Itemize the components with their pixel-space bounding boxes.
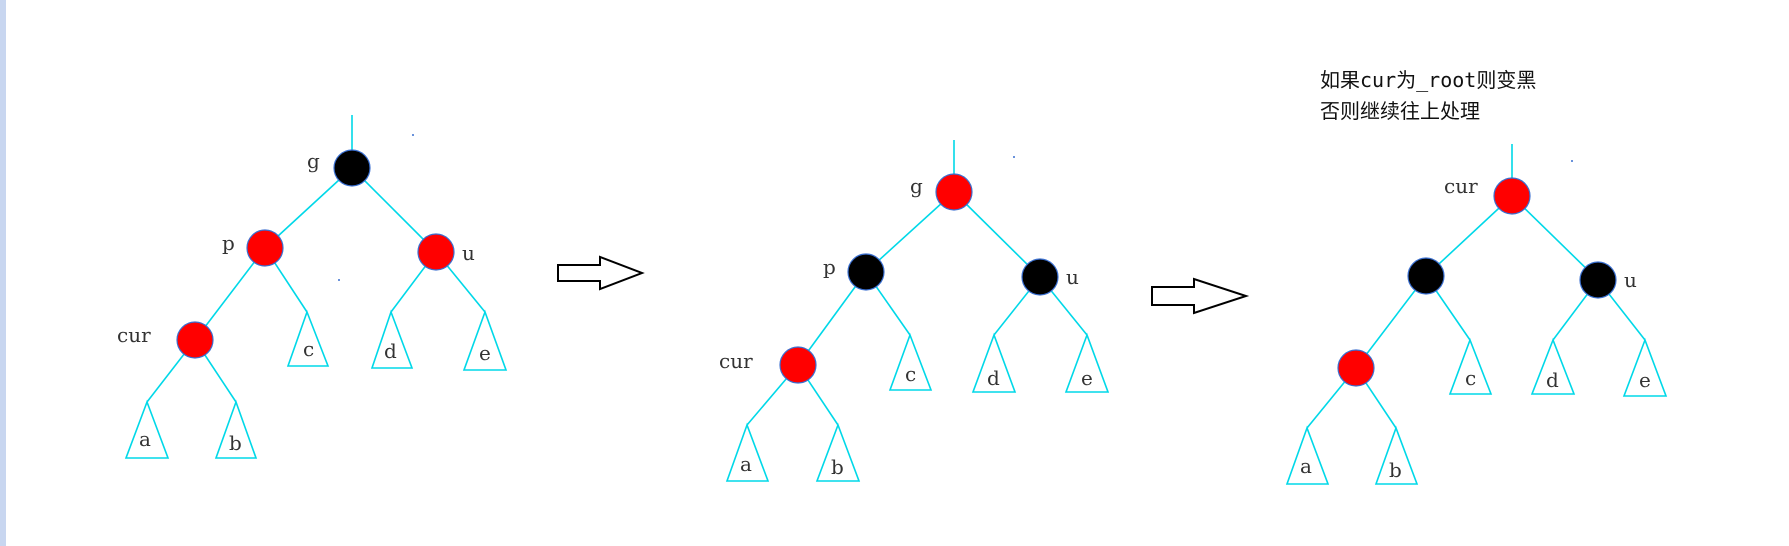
label-u: u — [462, 241, 475, 265]
label-g: cur — [1444, 174, 1478, 198]
leaf-label-c: c — [905, 362, 916, 386]
edge-p-cur — [194, 247, 266, 341]
leaf-label-b: b — [1389, 458, 1402, 482]
leaf-label-b: b — [229, 431, 242, 455]
node-u — [1021, 258, 1059, 296]
node-labels: g p u cur — [117, 149, 475, 347]
label-u: u — [1066, 265, 1079, 289]
leaf-label-d: d — [384, 339, 397, 363]
edge-g-p — [1425, 195, 1513, 277]
leaf-label-e: e — [479, 341, 491, 365]
tree-nodes — [779, 173, 1059, 384]
stray-dot — [412, 134, 414, 136]
leaf-label-a: a — [1300, 454, 1312, 478]
tree-nodes — [1337, 177, 1617, 387]
tree-leaves: c d e a b — [124, 309, 508, 459]
subtree-a — [725, 422, 770, 482]
subtree-e — [462, 309, 508, 371]
edge-g-p — [865, 191, 955, 273]
label-g: g — [307, 149, 320, 173]
node-p — [246, 229, 284, 267]
stray-dot — [338, 279, 340, 281]
subtree-b — [1374, 425, 1419, 485]
node-g — [935, 173, 973, 211]
edge-p-cur — [1355, 275, 1427, 369]
leaf-label-d: d — [1546, 368, 1559, 392]
subtree-b — [815, 422, 861, 482]
subtree-d — [1530, 337, 1576, 395]
right-arrow — [557, 255, 645, 291]
subtree-e — [1064, 332, 1110, 393]
tree-before: c d e a b g p u cur — [117, 115, 508, 459]
node-g — [333, 149, 371, 187]
tree-recolored: c d e a b g p u cur — [719, 140, 1110, 482]
label-u: u — [1624, 268, 1637, 292]
window-edge — [0, 0, 6, 546]
edge-g-u — [1511, 195, 1599, 281]
label-p: p — [823, 255, 836, 279]
subtree-d — [971, 332, 1017, 393]
node-u — [417, 233, 455, 271]
leaf-label-a: a — [139, 427, 151, 451]
node-labels: g p u cur — [719, 174, 1079, 373]
stray-dot — [1571, 160, 1573, 162]
stray-dots — [338, 134, 1573, 281]
leaf-label-d: d — [987, 366, 1000, 390]
subtree-c — [888, 332, 933, 391]
subtree-d — [370, 309, 414, 369]
explanation-note: 如果cur为_root则变黑 否则继续往上处理 — [1320, 68, 1536, 123]
subtree-a — [1285, 425, 1330, 485]
label-cur: cur — [117, 323, 151, 347]
leaf-label-c: c — [303, 337, 314, 361]
label-g: g — [910, 174, 923, 198]
stray-dot — [1013, 156, 1015, 158]
leaf-label-a: a — [740, 452, 752, 476]
node-cur — [176, 321, 214, 359]
right-arrow — [1151, 277, 1250, 315]
leaf-label-b: b — [831, 455, 844, 479]
tree-continue-up: c d e a b cur u — [1285, 144, 1668, 485]
tree-nodes — [176, 149, 455, 359]
label-p: p — [222, 231, 235, 255]
edge-g-p — [264, 167, 353, 249]
node-p — [847, 253, 885, 291]
note-line-1: 如果cur为_root则变黑 — [1320, 68, 1536, 92]
subtree-c — [286, 309, 330, 367]
label-cur: cur — [719, 349, 753, 373]
node-p — [1407, 257, 1445, 295]
node-cur — [1337, 349, 1375, 387]
leaf-label-e: e — [1081, 366, 1093, 390]
leaf-label-c: c — [1465, 366, 1476, 390]
node-labels: cur u — [1444, 174, 1637, 292]
leaf-label-e: e — [1639, 368, 1651, 392]
node-cur — [779, 346, 817, 384]
edge-g-u — [953, 191, 1041, 278]
tree-leaves: c d e a b — [1285, 337, 1668, 485]
edge-g-u — [351, 167, 437, 253]
subtree-a — [124, 399, 170, 459]
tree-leaves: c d e a b — [725, 332, 1110, 482]
subtree-e — [1622, 337, 1668, 397]
subtree-c — [1448, 337, 1493, 395]
node-u — [1579, 261, 1617, 299]
subtree-b — [214, 399, 258, 459]
edge-p-cur — [797, 271, 867, 366]
node-g — [1493, 177, 1531, 215]
note-line-2: 否则继续往上处理 — [1320, 99, 1480, 123]
